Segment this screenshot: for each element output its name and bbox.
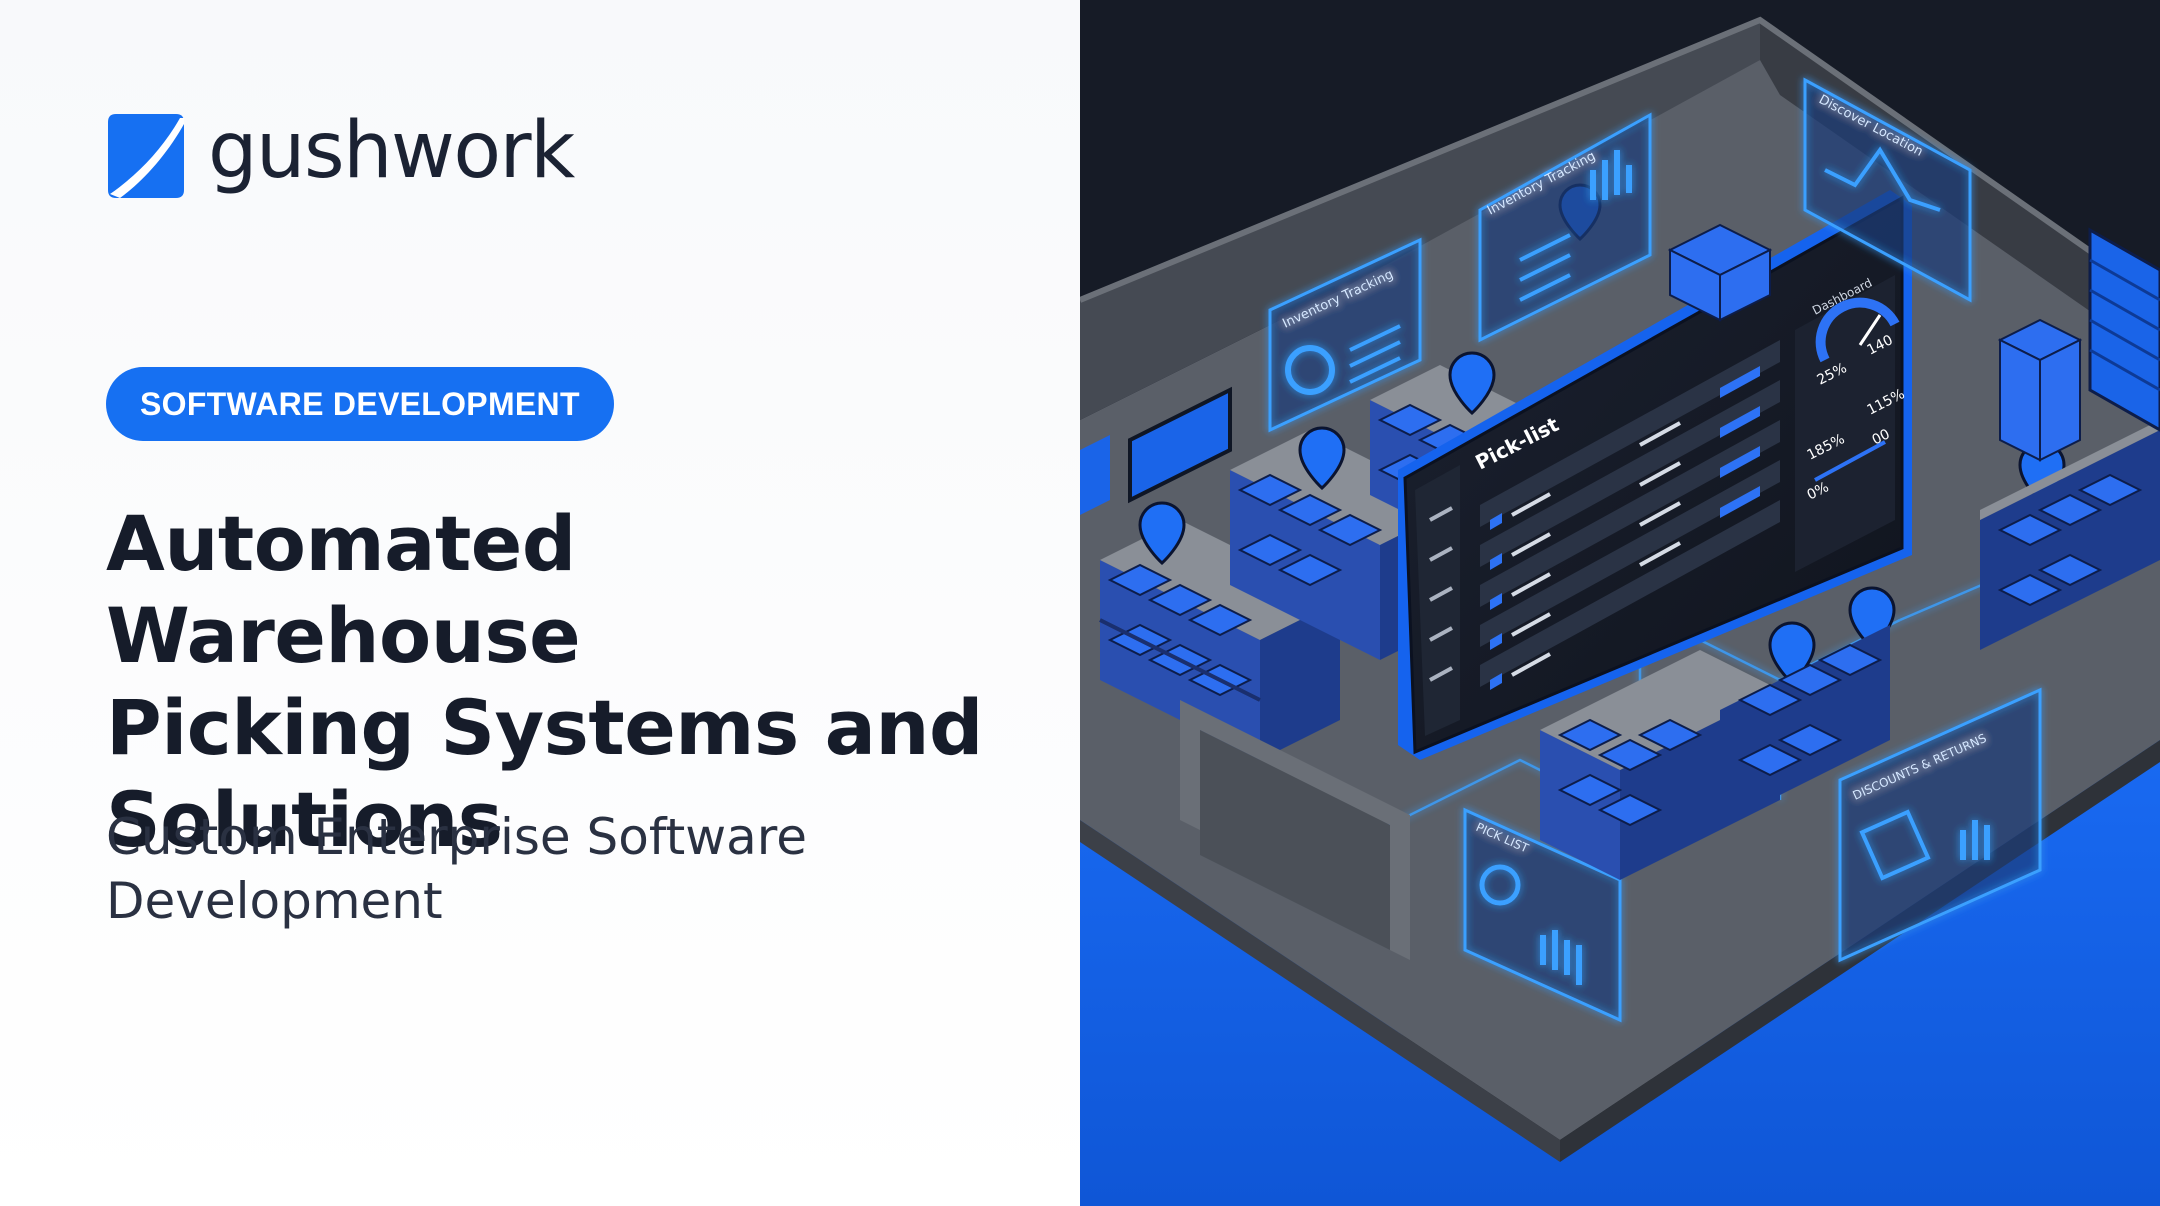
subtitle: Custom Enterprise Software Development [106,805,926,933]
wall-window-1 [1128,386,1232,504]
isometric-warehouse-illustration: Pick-list [1080,16,2160,1206]
pick-list-screen: Pick-list [1398,190,1912,760]
page-title-line-3: Solutions [106,775,503,864]
hologram-pick-list-small: PICK LIST [1463,807,1622,1023]
floor-edge-left [1080,820,1560,1162]
stat-3: 00 [1870,426,1893,448]
shelf-right-1 [1540,650,1780,880]
subtitle-line-1: Custom Enterprise Software [106,808,807,866]
category-badge[interactable]: SOFTWARE DEVELOPMENT [106,367,614,441]
page-title: Automated Warehouse Picking Systems and … [106,498,1066,866]
brand-name: gushwork [208,106,575,196]
shelf-right-2 [1720,585,1970,825]
wall-back-left [1080,20,1760,420]
text-panel: gushwork SOFTWARE DEVELOPMENT Automated … [0,0,1080,1206]
wall-outline [1080,16,2160,303]
gauge-arc [1815,297,1900,363]
page-title-line-2: Picking Systems and [106,683,983,772]
box-stack [1667,223,2083,462]
illustration-panel: Pick-list [1080,0,2160,1206]
page-title-line-1: Automated Warehouse [106,499,581,680]
pick-list-rows [1480,340,1780,690]
doorway [1180,700,1410,960]
gushwork-logo-icon [108,114,184,198]
floor-blue [1080,700,2160,1206]
subtitle-line-2: Development [106,872,443,930]
brand[interactable]: gushwork [106,106,575,202]
hologram-discounts: DISCOUNTS & RETURNS [1838,687,2042,963]
shelf-right-3 [1980,420,2160,650]
roller-door [2088,227,2160,432]
wall-window-2 [1080,435,1110,515]
